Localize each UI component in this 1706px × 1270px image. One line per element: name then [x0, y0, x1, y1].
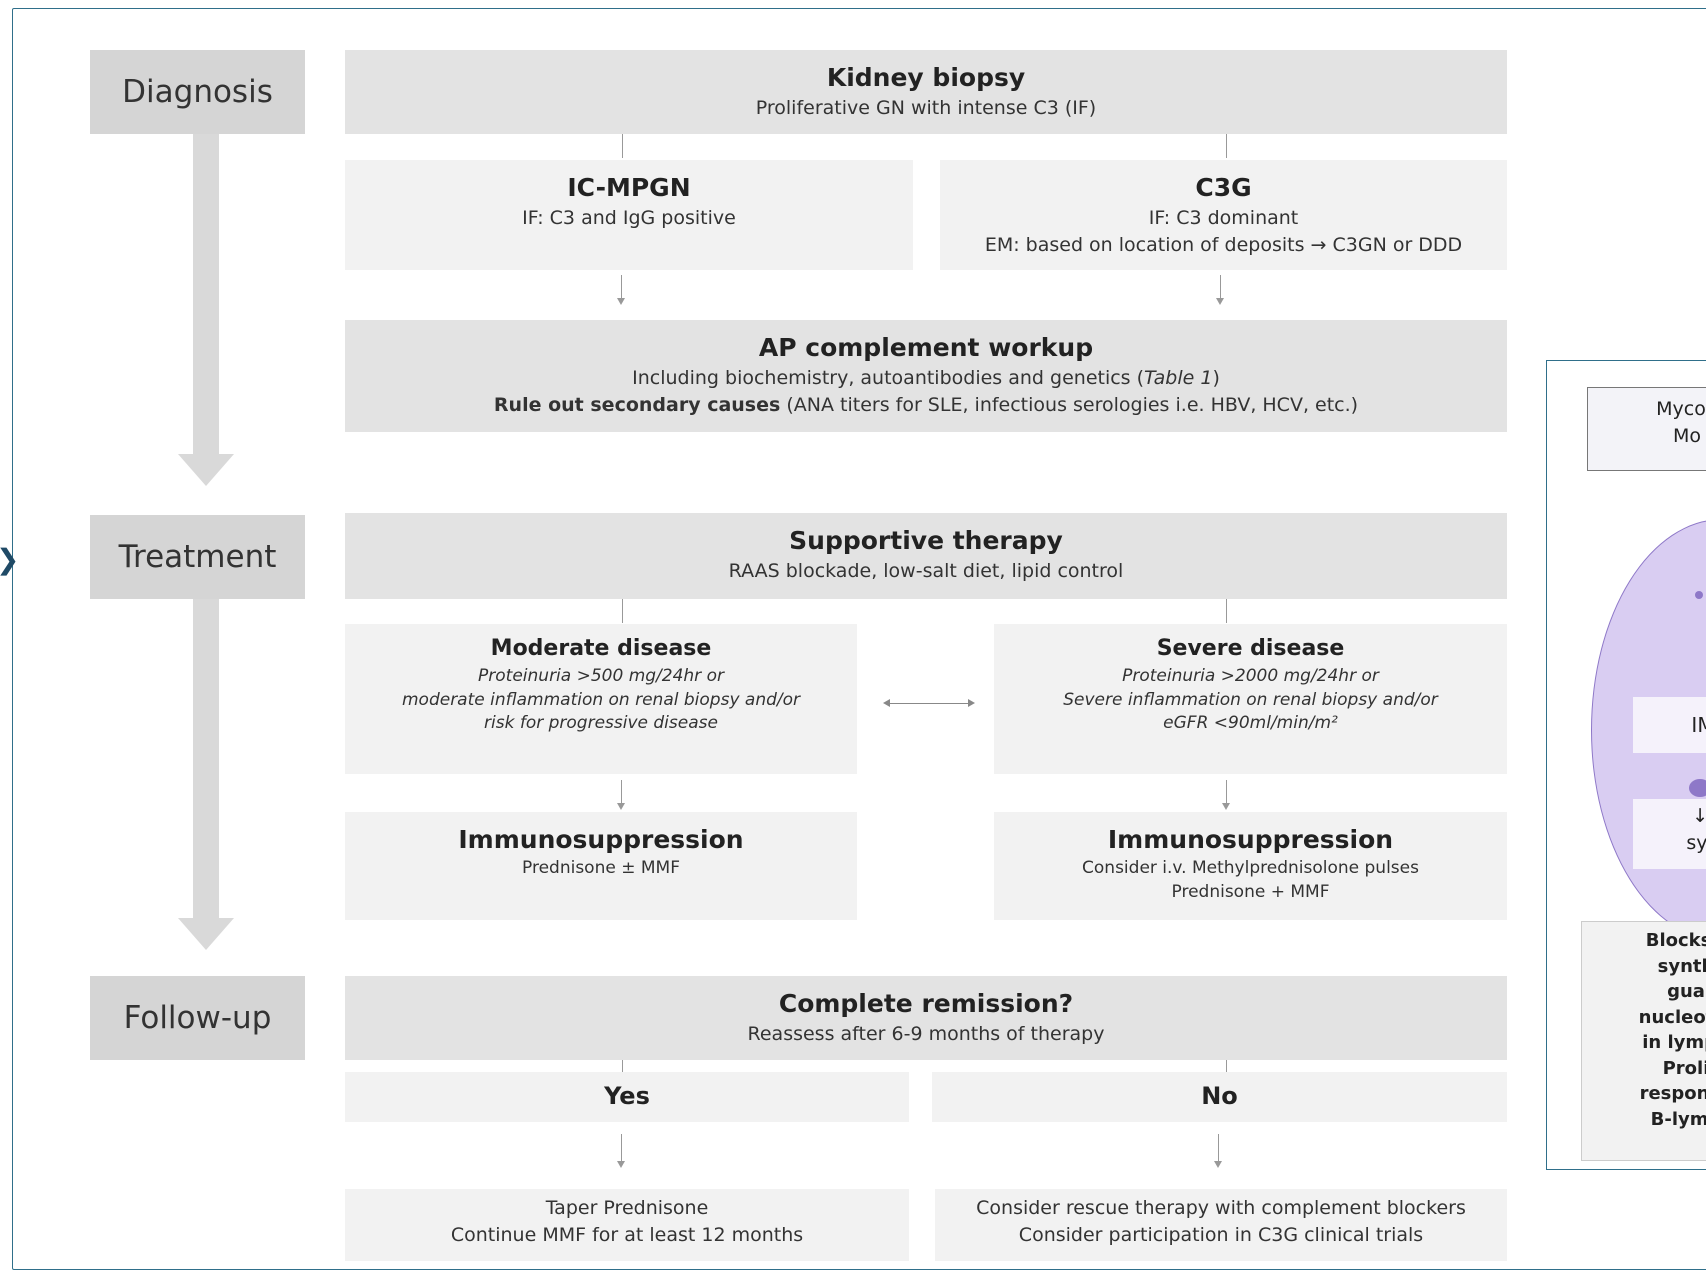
no-label: No	[1201, 1082, 1238, 1110]
stage-diagnosis: Diagnosis	[90, 50, 305, 134]
down-arrow-icon	[1214, 1134, 1222, 1168]
mechanism-description: Blocks t synth gua nucleotid in lymph Pr…	[1581, 921, 1706, 1161]
stage-followup: Follow-up	[90, 976, 305, 1060]
desc-line: nucleotid	[1638, 1006, 1706, 1028]
ic-mpgn-box: IC-MPGN IF: C3 and IgG positive	[345, 160, 913, 270]
no-action-l1: Consider rescue therapy with complement …	[976, 1197, 1466, 1219]
desc-line: response	[1639, 1083, 1706, 1105]
desc-line: in lymph	[1642, 1032, 1706, 1054]
moderate-disease-l2: moderate inflammation on renal biopsy an…	[401, 689, 801, 710]
moderate-disease-box: Moderate disease Proteinuria >500 mg/24h…	[345, 624, 857, 774]
down-arrow-icon	[617, 275, 625, 305]
stage-treatment-label: Treatment	[118, 539, 277, 575]
connector-line	[1226, 599, 1227, 623]
treatment-down-arrow-shaft	[193, 599, 219, 921]
moderate-disease-l3: risk for progressive disease	[484, 713, 718, 734]
cell-label-box: IM	[1633, 697, 1706, 753]
down-arrow-icon	[1216, 275, 1224, 305]
kidney-biopsy-sub: Proliferative GN with intense C3 (IF)	[755, 97, 1097, 119]
kidney-biopsy-box: Kidney biopsy Proliferative GN with inte…	[345, 50, 1507, 134]
connector-line	[1226, 1060, 1227, 1072]
supportive-therapy-title: Supportive therapy	[789, 526, 1063, 555]
rule-out-detail: (ANA titers for SLE, infectious serologi…	[780, 393, 1359, 416]
immunosuppression-severe-sub2: Prednisone + MMF	[1171, 881, 1330, 902]
yes-action-l2: Continue MMF for at least 12 months	[450, 1223, 804, 1246]
kidney-biopsy-title: Kidney biopsy	[826, 63, 1026, 92]
cell-label2-box: ↓I syn	[1633, 799, 1706, 869]
drug-label-l1: Mycop	[1656, 398, 1706, 420]
chevron-right-icon: ❯	[0, 546, 19, 574]
rule-out-label: Rule out secondary causes	[493, 393, 781, 416]
cell-label2-l2: syn	[1686, 831, 1706, 854]
severe-disease-box: Severe disease Proteinuria >2000 mg/24hr…	[994, 624, 1507, 774]
severe-disease-l1: Proteinuria >2000 mg/24hr or	[1122, 665, 1379, 686]
ap-workup-line1-close: )	[1212, 367, 1220, 389]
ic-mpgn-sub: IF: C3 and IgG positive	[522, 207, 736, 229]
no-box: No	[932, 1072, 1507, 1122]
immunosuppression-severe-sub1: Consider i.v. Methylprednisolone pulses	[1082, 858, 1419, 878]
moderate-disease-title: Moderate disease	[490, 636, 712, 661]
immunosuppression-moderate-sub: Prednisone ± MMF	[522, 858, 680, 878]
ic-mpgn-title: IC-MPGN	[567, 173, 691, 202]
diagnosis-down-arrow-shaft	[193, 134, 219, 456]
yes-action-l1: Taper Prednisone	[545, 1197, 709, 1219]
table-ref: Table 1	[1144, 367, 1213, 389]
supportive-therapy-box: Supportive therapy RAAS blockade, low-sa…	[345, 513, 1507, 599]
cell-dot	[1695, 591, 1703, 599]
ap-workup-box: AP complement workup Including biochemis…	[345, 320, 1507, 432]
severe-disease-l3: eGFR <90ml/min/m²	[1163, 713, 1338, 734]
immunosuppression-moderate-box: Immunosuppression Prednisone ± MMF	[345, 812, 857, 920]
severe-disease-title: Severe disease	[1156, 636, 1345, 661]
c3g-sub-1: IF: C3 dominant	[1148, 207, 1299, 229]
c3g-sub-2: EM: based on location of deposits → C3GN…	[984, 233, 1463, 256]
supportive-therapy-sub: RAAS blockade, low-salt diet, lipid cont…	[728, 560, 1124, 582]
stage-treatment: Treatment	[90, 515, 305, 599]
immunosuppression-moderate-title: Immunosuppression	[458, 825, 744, 854]
stage-followup-label: Follow-up	[123, 1000, 272, 1036]
c3g-box: C3G IF: C3 dominant EM: based on locatio…	[940, 160, 1507, 270]
yes-label: Yes	[604, 1082, 650, 1110]
cell-dot	[1689, 779, 1706, 797]
ap-workup-title: AP complement workup	[758, 333, 1094, 362]
c3g-title: C3G	[1195, 173, 1252, 202]
no-action-l2: Consider participation in C3G clinical t…	[1018, 1223, 1424, 1246]
immunosuppression-severe-box: Immunosuppression Consider i.v. Methylpr…	[994, 812, 1507, 920]
drug-label-l2: Mo	[1672, 424, 1702, 447]
severe-disease-l2: Severe inflammation on renal biopsy and/…	[1063, 689, 1438, 710]
ap-workup-line1-text: Including biochemistry, autoantibodies a…	[632, 367, 1145, 389]
desc-line: Blocks t	[1645, 930, 1706, 951]
connector-line	[622, 599, 623, 623]
desc-line: synth	[1657, 955, 1706, 977]
immunosuppression-severe-title: Immunosuppression	[1107, 825, 1394, 854]
complete-remission-box: Complete remission? Reassess after 6-9 m…	[345, 976, 1507, 1060]
desc-line: B-lymp	[1650, 1108, 1706, 1130]
connector-line	[1226, 134, 1227, 158]
desc-line: Proli	[1662, 1057, 1706, 1079]
connector-line	[622, 134, 623, 158]
cell-label2-l1: ↓I	[1633, 803, 1706, 830]
diagnosis-down-arrow-head	[178, 454, 234, 486]
stage-diagnosis-label: Diagnosis	[122, 74, 273, 110]
down-arrow-icon	[617, 780, 625, 810]
complete-remission-sub: Reassess after 6-9 months of therapy	[747, 1023, 1105, 1045]
cell-label: IM	[1691, 713, 1706, 737]
mechanism-panel: Mycop Mo IM ↓I syn Blocks t synth gua nu…	[1546, 360, 1706, 1170]
down-arrow-icon	[1222, 780, 1230, 810]
treatment-down-arrow-head	[178, 918, 234, 950]
complete-remission-title: Complete remission?	[778, 989, 1074, 1018]
no-action-box: Consider rescue therapy with complement …	[935, 1189, 1507, 1261]
down-arrow-icon	[617, 1134, 625, 1168]
ap-workup-line1: Including biochemistry, autoantibodies a…	[632, 365, 1220, 392]
moderate-disease-l1: Proteinuria >500 mg/24hr or	[478, 665, 724, 686]
yes-action-box: Taper Prednisone Continue MMF for at lea…	[345, 1189, 909, 1261]
drug-label-box: Mycop Mo	[1587, 387, 1706, 471]
ap-workup-line2: Rule out secondary causes (ANA titers fo…	[494, 392, 1358, 419]
connector-line	[622, 1060, 623, 1072]
desc-line: gua	[1667, 981, 1705, 1003]
bidirectional-arrow-icon	[883, 699, 975, 707]
yes-box: Yes	[345, 1072, 909, 1122]
